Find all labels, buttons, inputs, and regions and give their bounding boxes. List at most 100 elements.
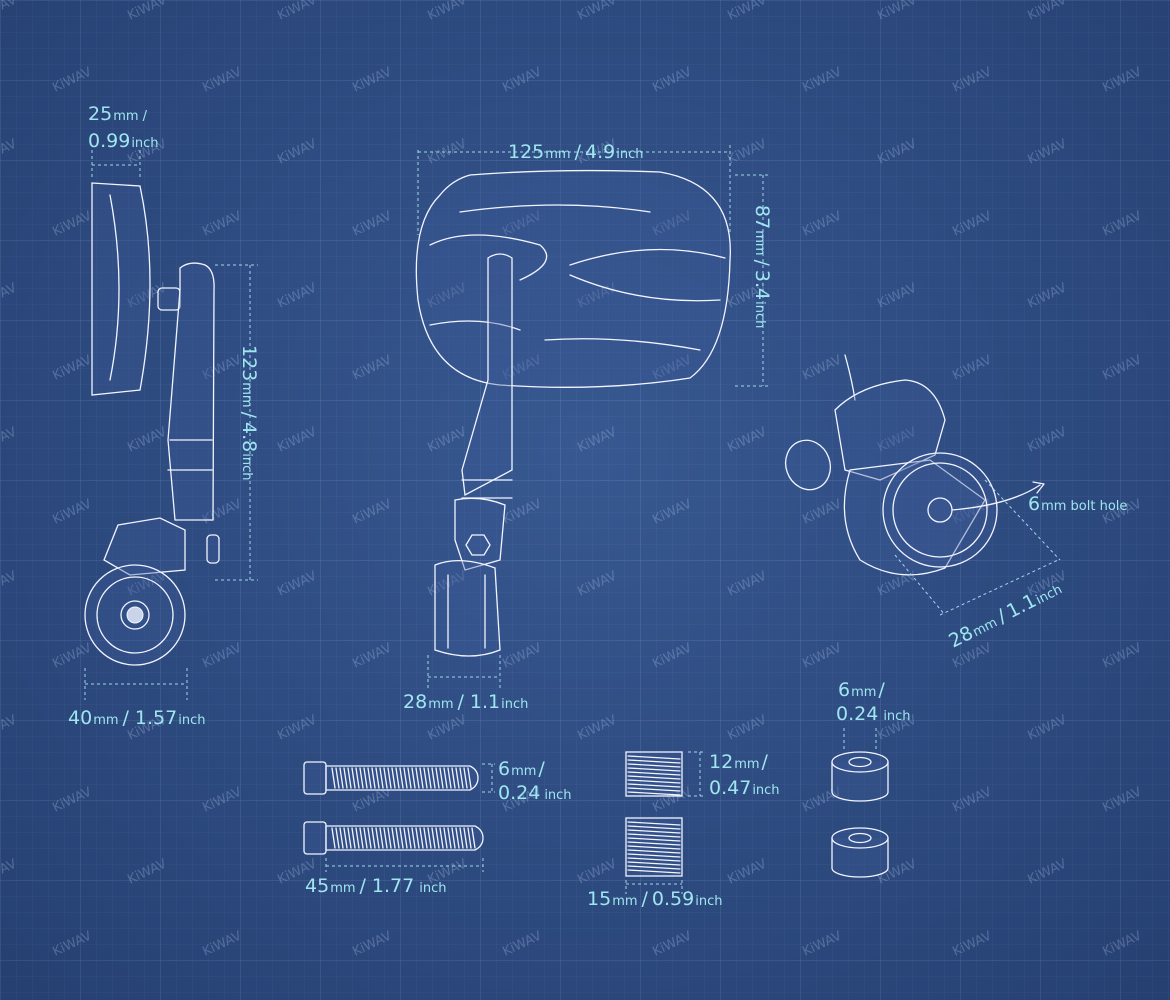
thread-line xyxy=(431,827,436,849)
thread-line xyxy=(439,767,444,789)
watermark-text: KiWAV xyxy=(200,641,244,672)
dim-unit: mm xyxy=(545,147,570,162)
thread-line xyxy=(331,827,336,849)
mirror-head-inner-line xyxy=(109,194,120,381)
watermark-text: KiWAV xyxy=(950,209,994,240)
watermark-text: KiWAV xyxy=(575,0,619,24)
watermark-text: KiWAV xyxy=(200,65,244,96)
watermark-text: KiWAV xyxy=(950,785,994,816)
dim-unit: inch xyxy=(419,881,446,896)
dim-unit: mm xyxy=(734,757,759,772)
watermark-text: KiWAV xyxy=(1100,65,1144,96)
watermark-text: KiWAV xyxy=(50,785,94,816)
watermark-text: KiWAV xyxy=(350,929,394,960)
thread-line xyxy=(391,767,396,789)
watermark-text: KiWAV xyxy=(650,497,694,528)
thread-line xyxy=(407,767,412,789)
watermark-text: KiWAV xyxy=(800,497,844,528)
dim-value: 25 xyxy=(88,103,112,125)
thread-line xyxy=(399,767,404,789)
side-height-dim-line xyxy=(215,264,258,581)
dim-value: 0.59 xyxy=(652,888,694,910)
watermark-text: KiWAV xyxy=(950,353,994,384)
side-bottom-dim-line xyxy=(84,668,188,700)
thread-line xyxy=(399,827,404,849)
dim-unit: mm xyxy=(511,764,536,779)
thread-line xyxy=(355,767,360,789)
dim-unit: mm xyxy=(330,881,355,896)
spacer-label-1: 6mm/ xyxy=(838,679,885,701)
thread-line xyxy=(435,827,440,849)
watermark-text: KiWAV xyxy=(50,497,94,528)
watermark-text: KiWAV xyxy=(725,569,769,600)
thread-line xyxy=(627,861,681,866)
thread-line xyxy=(427,767,432,789)
thread-line xyxy=(415,827,420,849)
spacer-body xyxy=(831,838,889,878)
thread-line xyxy=(627,869,681,874)
thread-line xyxy=(627,845,681,850)
thread-line xyxy=(459,767,464,789)
watermark-text: KiWAV xyxy=(575,569,619,600)
watermark-text: KiWAV xyxy=(50,353,94,384)
clamp-screw-head xyxy=(206,534,220,564)
svg-text:0.99inch: 0.99inch xyxy=(88,130,159,152)
bolt-thread xyxy=(331,767,472,789)
dim-separator: / xyxy=(642,888,649,910)
thread-line xyxy=(627,837,681,842)
dim-unit: inch xyxy=(883,709,910,724)
thread-line xyxy=(627,775,681,780)
thread-line xyxy=(411,767,416,789)
spacer-hole xyxy=(848,832,872,844)
dim-value: 4.9 xyxy=(585,141,615,163)
clamp-dia-label: 28mm/1.1inch xyxy=(945,582,1064,652)
dim-unit: mm bolt hole xyxy=(1041,499,1127,514)
thread-line xyxy=(627,783,681,788)
thread-line xyxy=(391,827,396,849)
watermark-text: KiWAV xyxy=(800,641,844,672)
clamp-ring-outer xyxy=(882,452,998,568)
thread-line xyxy=(627,759,681,764)
watermark-text: KiWAV xyxy=(0,281,19,312)
sleeve-top-label-1: 12mm/ xyxy=(709,751,769,773)
spacer-body xyxy=(831,762,889,802)
dim-value: 28 xyxy=(403,691,427,713)
dim-value: 40 xyxy=(68,707,92,729)
watermark-text: KiWAV xyxy=(1025,281,1069,312)
thread-line xyxy=(627,771,681,776)
thread-line xyxy=(411,827,416,849)
dim-unit: mm xyxy=(612,894,637,909)
arm-segment-lines xyxy=(167,439,213,471)
mirror-arm-side xyxy=(167,262,215,521)
clamp-ring-inner xyxy=(892,462,988,558)
front-bottom-dim-line xyxy=(427,655,501,690)
dim-value: 0.47 xyxy=(709,777,751,799)
thread-line xyxy=(627,833,681,838)
thread-line xyxy=(455,827,460,849)
watermark-text: KiWAV xyxy=(650,65,694,96)
watermark-text: KiWAV xyxy=(575,857,619,888)
dim-separator: / xyxy=(762,751,769,773)
mirror-contour-1 xyxy=(459,204,651,213)
watermark-text: KiWAV xyxy=(50,65,94,96)
clamp-lower-body xyxy=(843,459,986,576)
hex-bolt-icon xyxy=(465,534,491,556)
watermark-text: KiWAV xyxy=(650,641,694,672)
dim-unit: mm xyxy=(93,713,118,728)
thread-line xyxy=(435,767,440,789)
watermark-text: KiWAV xyxy=(425,425,469,456)
dim-separator: / xyxy=(751,260,773,267)
thread-line xyxy=(463,827,468,849)
sleeve-bot-dim-line xyxy=(625,880,683,894)
dim-unit: inch xyxy=(752,783,779,798)
dim-separator: / xyxy=(538,758,545,780)
leader-arrow-icon xyxy=(1032,481,1045,494)
arm-knuckle xyxy=(454,497,506,571)
watermark-text: KiWAV xyxy=(125,425,169,456)
bar-end-hub xyxy=(120,600,150,630)
bolt-hole-leader xyxy=(951,484,1041,511)
watermark-text: KiWAV xyxy=(0,425,19,456)
side-top-label: 25mm / 0.99inch xyxy=(88,103,159,152)
